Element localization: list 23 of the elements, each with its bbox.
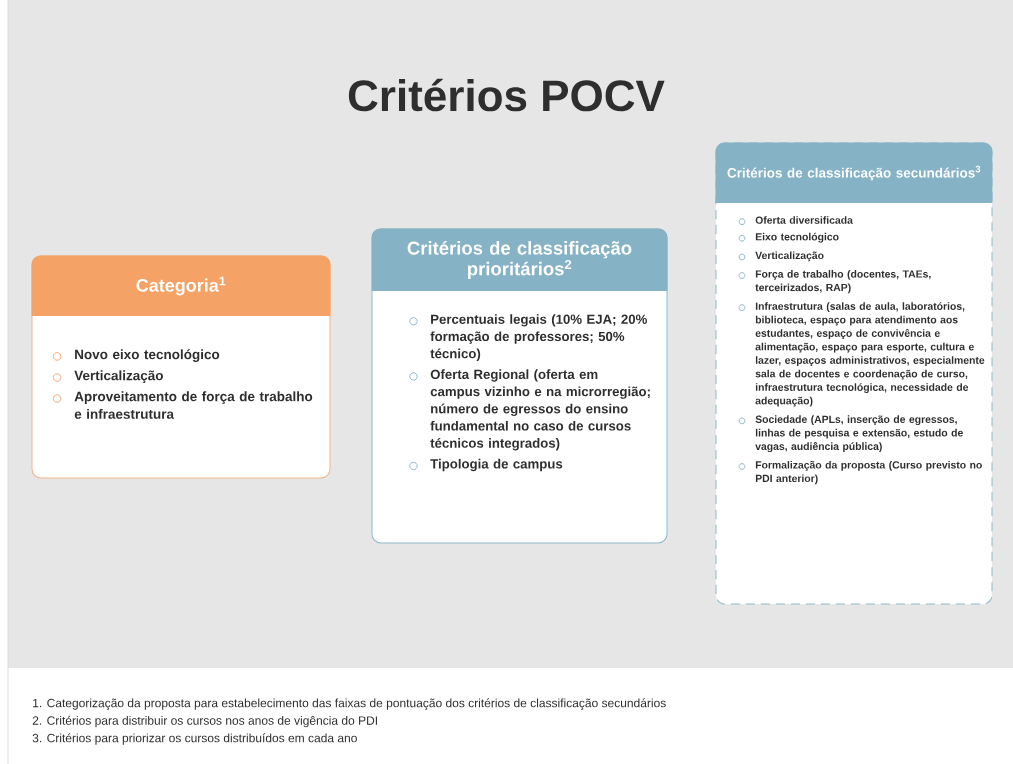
- card: [715, 142, 993, 605]
- list-item: Aproveitamento de força de trabalho e infraestrutura: [74, 391, 313, 419]
- list-item: Tipologia de campus: [430, 458, 563, 472]
- list-item: Verticalização: [74, 370, 163, 383]
- card-heading: Categoria$^{1}$: [136, 276, 226, 296]
- footnote: 1. Categorização da proposta para estabelecimento das faixas de pontuação dos critérios de classificação secundários: [33, 698, 666, 710]
- card-heading: Critérios de classificação secundários$^{3}$: [727, 165, 981, 181]
- title: Critérios POCV: [348, 78, 665, 112]
- list-item: Eixo tecnológico: [755, 232, 839, 243]
- list-item: Força de trabalho (docentes, TAEs, terceirizados, RAP): [755, 270, 931, 294]
- list-item: Oferta diversificada: [755, 216, 853, 224]
- footnote: 3. Critérios para priorizar os cursos distribuídos em cada ano: [32, 733, 357, 745]
- list-item: Sociedade (APLs, inserção de egressos, linhas de pesquisa e extensão, estudo de vagas, audiência pública): [755, 415, 963, 453]
- list-item: Novo eixo tecnológico: [75, 349, 220, 362]
- card: [31, 255, 331, 479]
- card-heading: Critérios de classificação prioritários$^{2}$: [407, 240, 632, 280]
- list-item: Infraestrutura (salas de aula, laboratórios, biblioteca, espaço para atendimento aos estudantes, espaço de convivência e alimentação, espaço para esporte, cultura e lazer, espaços administrativos, especialmente sala de docentes e coordenação de curso, infraestrutura tecnológica, necessidade de adequação): [755, 302, 985, 407]
- card: [371, 228, 668, 544]
- footnote: 2. Critérios para distribuir os cursos nos anos de vigência do PDI: [32, 715, 377, 728]
- list-item: Formalização da proposta (Curso previsto no PDI anterior): [755, 461, 982, 485]
- list-item: Oferta Regional (oferta em campus vizinho e na microrregião; número de egressos do ensino fundamental no caso de cursos técnicos integrados): [430, 369, 650, 451]
- list-item: Percentuais legais (10% EJA; 20% formação de professores; 50% técnico): [430, 314, 647, 361]
- list-item: Verticalização: [755, 251, 824, 262]
